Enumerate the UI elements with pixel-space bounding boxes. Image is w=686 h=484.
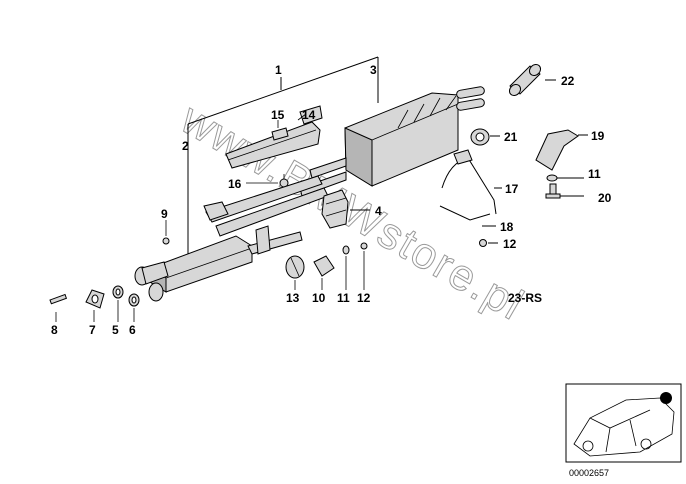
fastener-right <box>545 174 584 199</box>
rear-muffler <box>299 86 485 197</box>
label-14: 14 <box>302 108 316 122</box>
section-code: 23-RS <box>508 291 542 305</box>
label-3: 3 <box>370 63 377 77</box>
tailpipe-trim <box>508 63 556 97</box>
label-2: 2 <box>182 139 189 153</box>
bracket-19 <box>535 129 588 171</box>
label-13: 13 <box>286 291 300 305</box>
front-pipes <box>134 261 169 302</box>
label-16: 16 <box>228 177 242 191</box>
label-9: 9 <box>161 207 168 221</box>
label-22: 22 <box>561 74 575 88</box>
label-4: 4 <box>375 204 382 218</box>
label-21: 21 <box>504 130 518 144</box>
label-12a: 12 <box>357 291 371 305</box>
label-1: 1 <box>275 63 282 77</box>
group-bracket <box>187 56 379 258</box>
label-17: 17 <box>505 182 519 196</box>
label-7: 7 <box>89 323 96 337</box>
label-18: 18 <box>500 220 514 234</box>
label-8: 8 <box>51 323 58 337</box>
clamp-4 <box>321 189 370 229</box>
bracket-15 <box>271 127 289 141</box>
leader-lines <box>55 113 365 322</box>
image-number: 00002657 <box>569 468 609 478</box>
nut-12-right <box>479 239 498 247</box>
location-marker-icon <box>660 392 672 404</box>
label-12b: 12 <box>503 237 517 251</box>
front-muffler <box>149 225 303 293</box>
label-20: 20 <box>598 191 612 205</box>
label-11b: 11 <box>588 167 601 181</box>
hanger-strap <box>439 149 502 227</box>
location-inset <box>565 383 682 463</box>
label-5: 5 <box>112 323 119 337</box>
label-6: 6 <box>129 323 136 337</box>
part-labels: 1 2 3 4 5 6 7 8 9 10 11 12 13 14 15 16 1… <box>51 63 612 337</box>
small-parts <box>49 237 368 309</box>
label-15: 15 <box>271 108 285 122</box>
heat-shield <box>225 105 323 169</box>
rubber-ring <box>470 128 500 146</box>
label-10: 10 <box>312 291 326 305</box>
label-19: 19 <box>591 129 605 143</box>
label-11a: 11 <box>337 291 350 305</box>
